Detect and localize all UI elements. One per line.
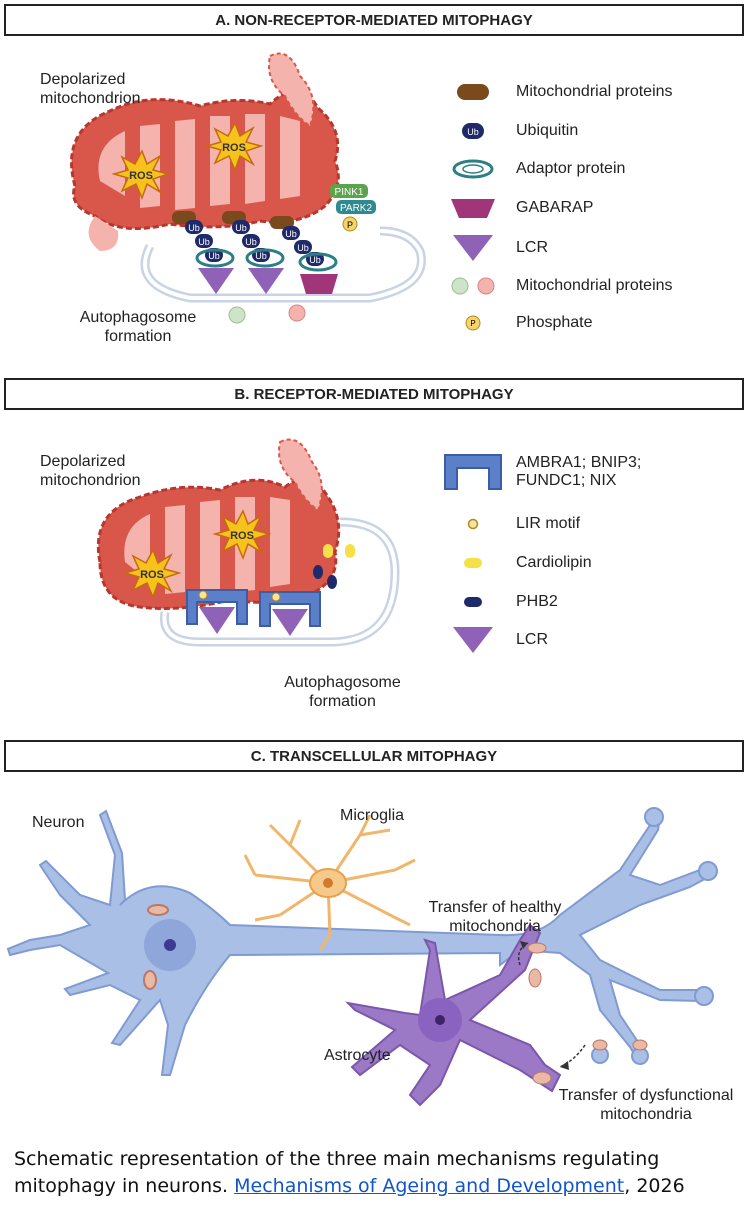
transfer-healthy-arrow (517, 942, 529, 966)
microglia (243, 814, 416, 951)
ros-star-1: ROS (111, 149, 171, 201)
ub-chain-3: Ub Ub Ub (270, 216, 338, 294)
svg-text:P: P (347, 220, 353, 230)
ubiquitin-icon: Ub (438, 116, 508, 146)
panel-b-title: B. RECEPTOR-MEDIATED MITOPHAGY (4, 378, 744, 410)
svg-text:Ub: Ub (255, 251, 267, 261)
ros-star-b-2: ROS (212, 509, 272, 561)
panel-c-title: C. TRANSCELLULAR MITOPHAGY (4, 740, 744, 772)
svg-text:PARK2: PARK2 (340, 203, 372, 214)
svg-text:ROS: ROS (140, 569, 164, 581)
phosphate-icon: P (438, 308, 508, 338)
svg-text:Ub: Ub (198, 237, 210, 247)
transfer-healthy-label: Transfer of healthy mitochondria (428, 899, 562, 935)
ros-star-2: ROS (204, 121, 264, 173)
legend-b-row-2: LIR motif (438, 509, 738, 539)
svg-text:Ub: Ub (467, 127, 479, 137)
svg-text:ROS: ROS (129, 170, 153, 182)
legend-a-row-5: LCR (438, 233, 738, 263)
receptor-complex-1 (186, 589, 248, 634)
svg-text:PINK1: PINK1 (335, 187, 364, 198)
legend-b-row-5: LCR (438, 625, 738, 655)
panel-a-diagram: ROS ROS PINK1 PARK2 P Ub Ub Ub Ub Ub Ub … (70, 52, 426, 324)
astrocyte (345, 923, 562, 1107)
neuron-label: Neuron (32, 814, 85, 831)
receptor-icon (438, 450, 508, 494)
svg-text:Ub: Ub (309, 255, 321, 265)
caption-suffix: , 2026 (624, 1175, 685, 1197)
mitochondrial-protein-brown-icon (438, 77, 508, 107)
lcr-icon (438, 625, 508, 655)
panel-b-autophagosome-label: Autophagosome formation (284, 674, 401, 710)
svg-text:ROS: ROS (230, 530, 254, 542)
legend-a-row-4: GABARAP (438, 193, 738, 223)
legend-a-row-6: Mitochondrial proteins (438, 271, 738, 301)
panel-a-title: A. NON-RECEPTOR-MEDIATED MITOPHAGY (4, 4, 744, 36)
legend-a-row-7: P Phosphate (438, 308, 738, 338)
panel-a-mito-label: Depolarized mitochondrion (40, 71, 141, 107)
mitochondrial-proteins-circles-icon (438, 271, 508, 301)
ub-chain-1: Ub Ub Ub (172, 211, 235, 294)
phb2-icon (438, 587, 508, 617)
panel-b-diagram: ROS ROS (96, 438, 400, 647)
panel-b-mito-label: Depolarized mitochondrion (40, 453, 141, 489)
svg-text:Ub: Ub (235, 223, 247, 233)
svg-text:Ub: Ub (188, 223, 200, 233)
ub-chain-2: Ub Ub Ub (222, 211, 285, 294)
neuron (6, 807, 718, 1076)
ros-star-b-1: ROS (122, 548, 182, 600)
autophagosome-membrane (140, 226, 426, 303)
transfer-dysfunctional-arrow (559, 1044, 586, 1068)
panel-c-diagram (6, 807, 718, 1107)
lir-motif-icon (438, 509, 508, 539)
legend-a-row-1: Mitochondrial proteins (438, 77, 738, 107)
park2-badge (336, 200, 376, 214)
svg-text:P: P (470, 319, 475, 328)
svg-text:ROS: ROS (222, 142, 246, 154)
svg-text:Ub: Ub (297, 243, 309, 253)
microglia-label: Microglia (340, 807, 405, 824)
legend-b-row-4: PHB2 (438, 587, 738, 617)
gabarap-icon (438, 193, 508, 223)
cardiolipin-icon (438, 548, 508, 578)
astrocyte-label: Astrocyte (324, 1047, 391, 1064)
pink1-badge (330, 184, 368, 198)
transfer-dysfunctional-label: Transfer of dysfunctional mitochondria (558, 1087, 734, 1123)
caption-text: Schematic representation of the three ma… (14, 1148, 660, 1197)
svg-text:Ub: Ub (208, 251, 220, 261)
legend-a-row-3: Adaptor protein (438, 154, 738, 184)
svg-text:Ub: Ub (285, 229, 297, 239)
figure-caption: Schematic representation of the three ma… (14, 1146, 744, 1200)
adaptor-protein-icon (438, 154, 508, 184)
caption-source-link[interactable]: Mechanisms of Ageing and Development (234, 1175, 625, 1197)
receptor-complex-2 (259, 591, 321, 636)
legend-b-row-1: AMBRA1; BNIP3; FUNDC1; NIX (438, 450, 738, 494)
svg-text:Ub: Ub (245, 237, 257, 247)
legend-a-row-2: Ub Ubiquitin (438, 116, 738, 146)
phosphate-dot (342, 216, 358, 232)
panel-a-autophagosome-label: Autophagosome formation (79, 309, 197, 345)
lcr-icon (438, 233, 508, 263)
legend-b-row-3: Cardiolipin (438, 548, 738, 578)
